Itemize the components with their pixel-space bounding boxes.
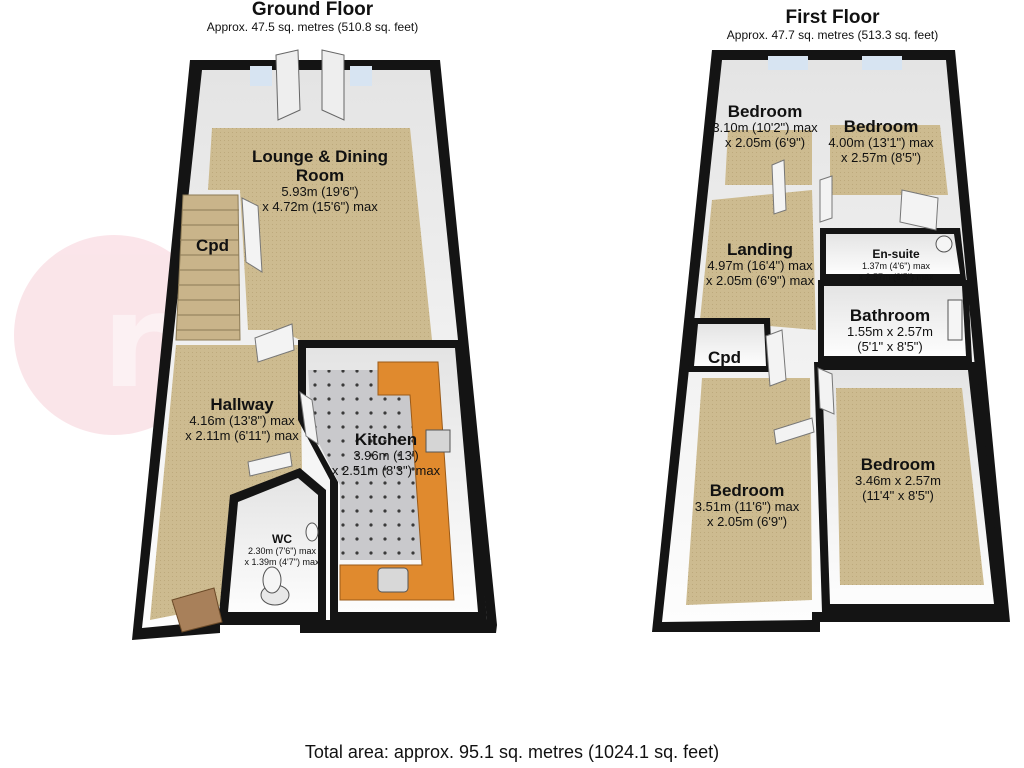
first-door-6 (817, 367, 835, 415)
wc-dim-2: x 1.39m (4'7") max (244, 556, 320, 567)
bathroom-floor (824, 286, 966, 356)
landing-dim-2: x 2.05m (6'9") max (705, 272, 815, 288)
bedroom-top-right-dim-2: x 2.57m (8'5") (840, 149, 922, 165)
wc-name: WC (272, 532, 292, 546)
bedroom-top-right-label: Bedroom 4.00m (13'1") max x 2.57m (8'5") (814, 117, 948, 165)
first-door-2 (899, 189, 939, 231)
kitchen-dim-2: x 2.51m (8'3") max (331, 462, 441, 478)
patio-door-left (275, 49, 301, 121)
kitchen-floor (308, 370, 428, 560)
landing-dim-1: 4.97m (16'4") max (707, 258, 813, 274)
first-floor-header: First Floor Approx. 47.7 sq. metres (513… (690, 7, 975, 43)
first-door-5 (773, 417, 815, 445)
bathroom-name: Bathroom (849, 306, 931, 325)
landing-name: Landing (726, 240, 794, 259)
ground-floor-plan (132, 49, 497, 640)
door-mat (171, 587, 223, 633)
watermark-letter-icon: r (102, 265, 167, 417)
ground-floor-header: Ground Floor Approx. 47.5 sq. metres (51… (170, 0, 455, 34)
hall-door (254, 323, 295, 363)
kitchen-dim-1: 3.96m (13') (353, 448, 419, 464)
first-cpd-label: Cpd (708, 348, 741, 367)
ground-floor-title: Ground Floor (251, 0, 374, 20)
first-floor-area: Approx. 47.7 sq. metres (513.3 sq. feet) (726, 28, 939, 42)
lounge-name: Lounge & Dining Room (252, 147, 388, 186)
first-window-2 (862, 56, 902, 70)
bedroom-top-left-label: Bedroom 3.10m (10'2") max x 2.05m (6'9") (698, 102, 832, 150)
bedroom-top-right-name: Bedroom (843, 117, 919, 136)
first-cpd-floor (694, 324, 766, 366)
ensuite-floor (826, 234, 960, 274)
bedroom-top-left-dim-2: x 2.05m (6'9") (724, 134, 806, 150)
bedroom-top-right-dim-1: 4.00m (13'1") max (828, 135, 934, 151)
first-cpd-name: Cpd (708, 348, 742, 367)
first-floor-title: First Floor (785, 7, 880, 28)
first-window-1 (768, 56, 808, 70)
kitchen-sink (377, 567, 409, 593)
landing-floor (700, 190, 816, 330)
ensuite-label: En-suite 1.37m (4'6") max x 2.57m (8'5")… (840, 247, 952, 282)
wc-toilet-bowl (262, 566, 282, 594)
ensuite-name: En-suite (872, 247, 920, 261)
first-door-3 (819, 175, 833, 223)
ground-cpd-name: Cpd (196, 236, 230, 255)
patio-door-right (321, 49, 345, 121)
wc-dim-1: 2.30m (7'6") max (248, 546, 316, 557)
lounge-dim-2: x 4.72m (15'6") max (262, 198, 378, 214)
total-area-caption: Total area: approx. 95.1 sq. metres (102… (304, 742, 720, 762)
bedroom-bottom-right-floor (836, 388, 984, 585)
bathroom-dim-1: 1.55m x 2.57m (847, 324, 933, 340)
bedroom-bottom-right-dim-2: (11'4" x 8'5") (862, 487, 934, 503)
bedroom-bottom-left-name: Bedroom (709, 481, 785, 500)
kitchen-name: Kitchen (354, 430, 418, 449)
kitchen-label: Kitchen 3.96m (13') x 2.51m (8'3") max (318, 430, 454, 478)
ensuite-dim-1: 1.37m (4'6") max (862, 261, 930, 272)
lounge-floor (208, 128, 432, 340)
bathroom-dim-2: (5'1" x 8'5") (857, 338, 923, 354)
hallway-name: Hallway (210, 395, 274, 414)
hallway-floor (150, 345, 302, 620)
wc-floor (228, 478, 318, 612)
bedroom-bottom-right-name: Bedroom (860, 455, 936, 474)
window-left (250, 66, 272, 86)
bedroom-top-right-floor (830, 125, 948, 195)
wc-label: WC 2.30m (7'6") max x 1.39m (4'7") max (236, 532, 328, 567)
bedroom-bottom-left-dim-2: x 2.05m (6'9") (706, 513, 788, 529)
first-door-4 (765, 329, 787, 387)
wc-door (247, 451, 293, 477)
hob (425, 429, 451, 453)
first-door-1 (771, 159, 787, 215)
bedroom-top-left-floor (725, 130, 812, 185)
window-right (350, 66, 372, 86)
ensuite-toilet (935, 235, 953, 253)
bedroom-bottom-right-label: Bedroom 3.46m x 2.57m (11'4" x 8'5") (838, 455, 958, 503)
staircase (175, 194, 241, 341)
hallway-dim-1: 4.16m (13'8") max (189, 413, 295, 429)
bedroom-bottom-left-label: Bedroom 3.51m (11'6") max x 2.05m (6'9") (680, 481, 814, 529)
bedroom-bottom-right-dim-1: 3.46m x 2.57m (855, 473, 941, 489)
lounge-label: Lounge & Dining Room 5.93m (19'6") x 4.7… (250, 147, 390, 214)
hallway-label: Hallway 4.16m (13'8") max x 2.11m (6'11"… (176, 395, 308, 443)
landing-label: Landing 4.97m (16'4") max x 2.05m (6'9")… (696, 240, 824, 288)
lounge-door (241, 197, 263, 273)
kitchen-door (299, 390, 319, 446)
bedroom-bottom-left-dim-1: 3.51m (11'6") max (694, 499, 800, 515)
bathroom-label: Bathroom 1.55m x 2.57m (5'1" x 8'5") (830, 306, 950, 354)
bedroom-top-left-name: Bedroom (727, 102, 803, 121)
wc-basin (305, 522, 319, 542)
first-floor-plan (652, 50, 1010, 632)
ensuite-dim-2: x 2.57m (8'5") max (858, 271, 934, 282)
ground-floor-area: Approx. 47.5 sq. metres (510.8 sq. feet) (206, 20, 419, 34)
ground-cpd-label: Cpd (196, 236, 229, 255)
hallway-dim-2: x 2.11m (6'11") max (185, 427, 299, 443)
bedroom-top-left-dim-1: 3.10m (10'2") max (712, 120, 818, 136)
bath-tub (947, 299, 963, 341)
lounge-dim-1: 5.93m (19'6") (281, 184, 359, 200)
